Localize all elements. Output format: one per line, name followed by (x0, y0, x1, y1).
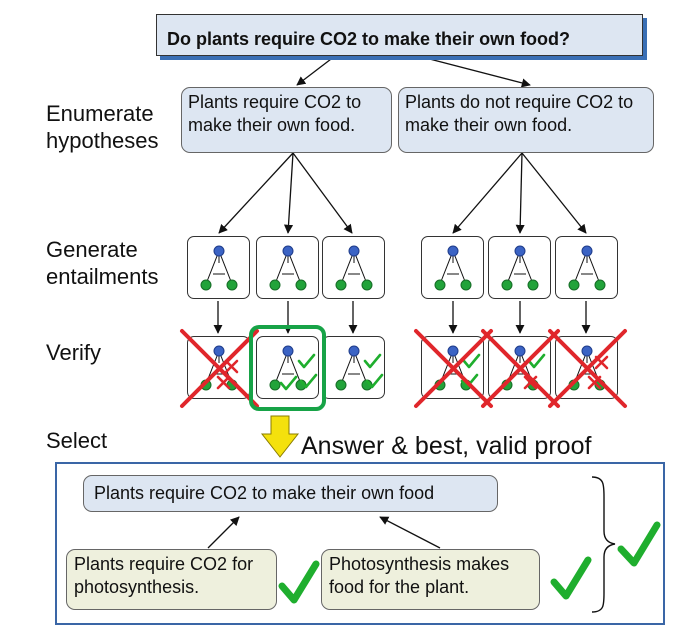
root-node (213, 345, 225, 357)
root-node (213, 245, 225, 257)
premise-box-2: Photosynthesis makes food for the plant. (321, 549, 540, 610)
entailment-tile-4 (421, 236, 484, 299)
verify-tile-6 (548, 329, 627, 408)
leaf-node (335, 279, 347, 291)
selected-proof-highlight (249, 325, 326, 411)
leaf-node (295, 279, 307, 291)
root-node (348, 245, 360, 257)
premise2-check-icon (550, 556, 592, 600)
entailment-tree (568, 245, 606, 291)
question-box: Do plants require CO2 to make their own … (156, 14, 643, 56)
select-arrow (260, 415, 300, 458)
root-node (447, 245, 459, 257)
verify-tile-5 (481, 329, 560, 408)
leaf-node (335, 379, 347, 391)
entailment-tile-5 (488, 236, 551, 299)
entailment-tree (501, 245, 539, 291)
hypothesis-box-1: Plants require CO2 to make their own foo… (181, 87, 392, 153)
rejected-cross-icon (548, 329, 627, 408)
entailment-tile-1 (187, 236, 250, 299)
premise-text-1: Plants require CO2 for photosynthesis. (74, 554, 254, 597)
leaf-node (594, 279, 606, 291)
arrow-hyp1-to-tile1 (218, 152, 294, 234)
premise-text-2: Photosynthesis makes food for the plant. (329, 554, 510, 597)
stage-label-generate: Generate entailments (46, 237, 159, 289)
arrow-hyp2-to-tile6 (521, 152, 587, 234)
verify-tile-3 (322, 336, 385, 399)
check-mark-icon (365, 373, 384, 389)
leaf-node (527, 279, 539, 291)
root-node (514, 245, 526, 257)
arrow-hyp2-to-tile5 (515, 152, 525, 234)
arrow-hyp2-to-tile4 (452, 152, 523, 234)
premise-box-1: Plants require CO2 for photosynthesis. (66, 549, 277, 610)
entailment-tree (269, 245, 307, 291)
hypothesis-text-1: Plants require CO2 to make their own foo… (188, 92, 362, 135)
entailment-tree (335, 245, 373, 291)
entailment-tile-2 (256, 236, 319, 299)
check-mark-icon (299, 373, 318, 389)
rejected-cross-icon (180, 329, 259, 408)
leaf-node (361, 279, 373, 291)
question-text: Do plants require CO2 to make their own … (167, 29, 571, 49)
leaf-node (434, 279, 446, 291)
rejected-cross-icon (414, 329, 493, 408)
check-mark-icon (527, 353, 546, 369)
leaf-node (200, 279, 212, 291)
root-node (581, 245, 593, 257)
leaf-node (226, 279, 238, 291)
stage-label-verify: Verify (46, 340, 102, 365)
stage-label-select: Select (46, 428, 108, 453)
entailment-tree (200, 245, 238, 291)
arrow-hyp1-to-tile3 (292, 152, 353, 234)
verify-tile-2 (256, 336, 319, 399)
rejected-cross-icon (481, 329, 560, 408)
verify-tile-1 (180, 329, 259, 408)
answer-label: Answer & best, valid proof (301, 432, 592, 460)
root-node (514, 345, 526, 357)
check-mark-icon (363, 353, 382, 369)
cross-mark-icon (523, 375, 538, 390)
check-mark-icon (279, 375, 298, 391)
arrow-premise2-to-conclusion (379, 516, 441, 549)
check-mark-icon (297, 353, 316, 369)
best-proof-frame (55, 462, 665, 625)
root-node (282, 245, 294, 257)
stage-label-enumerate: Enumerate hypotheses (46, 101, 159, 153)
verify-tile-4 (414, 329, 493, 408)
premise1-check-icon (278, 560, 320, 604)
entailment-tree (434, 245, 472, 291)
arrow-question-to-hyp1 (296, 55, 336, 86)
check-mark-icon (460, 373, 479, 389)
hypothesis-text-2: Plants do not require CO2 to make their … (405, 92, 634, 135)
leaf-node (269, 279, 281, 291)
arrow-hyp1-to-tile2 (283, 152, 294, 234)
leaf-node (460, 279, 472, 291)
root-node (581, 345, 593, 357)
overall-check-icon (617, 521, 661, 567)
arrow-premise1-to-conclusion (207, 516, 240, 549)
root-node (282, 345, 294, 357)
leaf-node (568, 279, 580, 291)
conclusion-box: Plants require CO2 to make their own foo… (83, 475, 498, 512)
leaf-node (269, 379, 281, 391)
check-mark-icon (462, 353, 481, 369)
hypothesis-box-2: Plants do not require CO2 to make their … (398, 87, 654, 153)
brace-icon (591, 476, 616, 613)
entailment-tree (335, 345, 373, 391)
leaf-node (501, 279, 513, 291)
entailment-tile-6 (555, 236, 618, 299)
root-node (348, 345, 360, 357)
conclusion-text: Plants require CO2 to make their own foo… (94, 483, 435, 503)
arrow-question-to-hyp2 (417, 55, 531, 88)
root-node (447, 345, 459, 357)
entailment-tile-3 (322, 236, 385, 299)
